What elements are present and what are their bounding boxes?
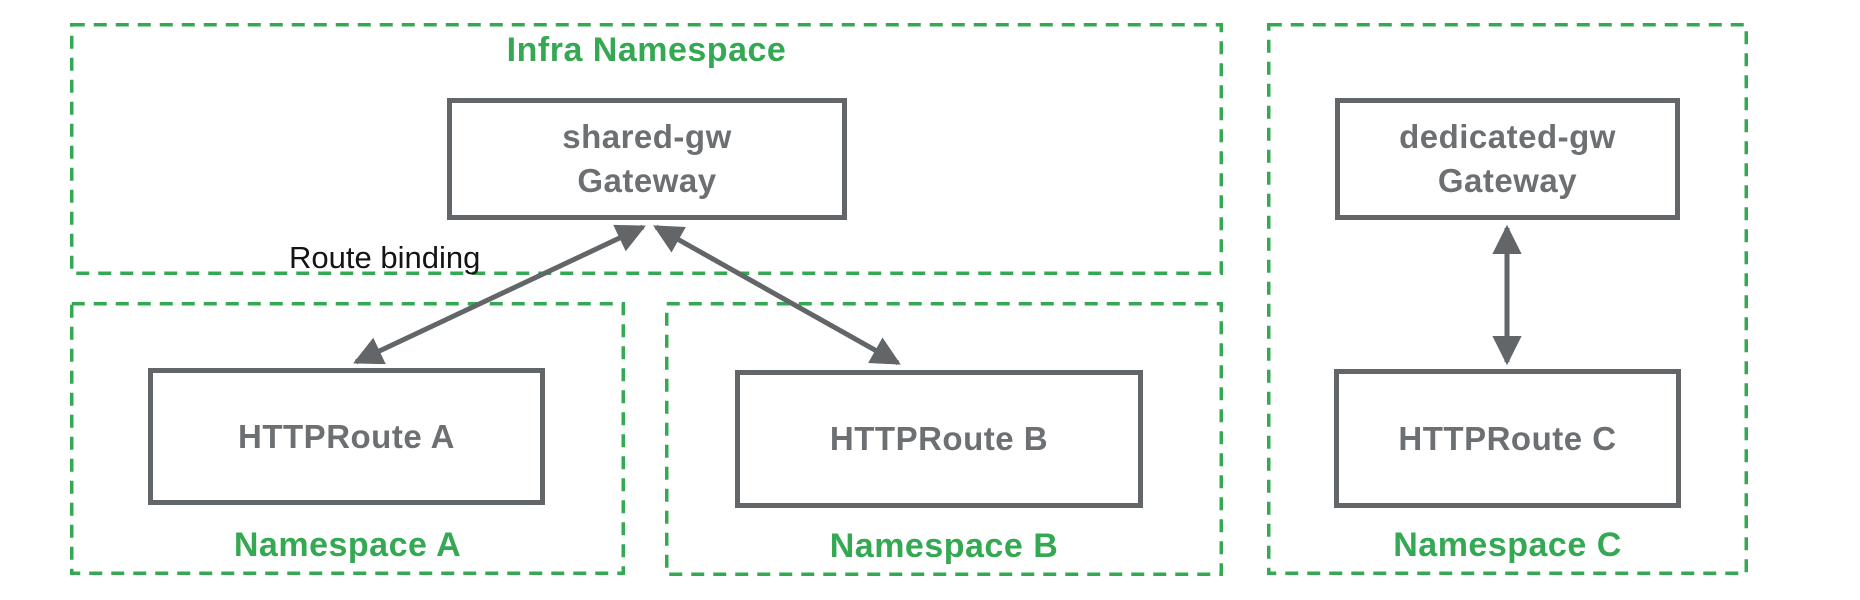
dedicated-gw-gateway-kind: Gateway (1437, 162, 1578, 199)
shared-gw-gateway-kind: Gateway (577, 162, 717, 199)
httproute-a-node: HTTPRoute A (148, 368, 545, 505)
shared-gw-gateway-name: shared-gw (562, 118, 732, 155)
namespace-b-dashed-border (665, 302, 1223, 576)
shared-gw-gateway-node: shared-gw Gateway (447, 98, 847, 220)
namespace-c-dashed-border (1267, 23, 1748, 575)
namespace-c-label: Namespace C (1393, 526, 1622, 564)
httproute-a-label: HTTPRoute A (238, 417, 455, 455)
namespace-c-container: Namespace C (1267, 23, 1748, 575)
httproute-c-label: HTTPRoute C (1398, 419, 1617, 457)
namespace-a-container: Namespace A (70, 302, 625, 575)
namespace-a-label: Namespace A (233, 526, 462, 564)
dedicated-gw-gateway-node: dedicated-gw Gateway (1335, 98, 1680, 220)
infra-namespace-label: Infra Namespace (506, 31, 787, 69)
namespace-b-container: Namespace B (665, 302, 1223, 576)
httproute-b-label: HTTPRoute B (829, 420, 1049, 457)
infra-namespace-dashed-border (70, 23, 1223, 275)
namespace-b-label: Namespace B (829, 527, 1059, 565)
namespace-a-dashed-border (70, 302, 625, 575)
route-binding-annotation: Route binding (289, 240, 481, 275)
dedicated-gw-gateway-name: dedicated-gw (1399, 118, 1616, 155)
infra-namespace-container: Infra Namespace (70, 23, 1223, 275)
httproute-b-node: HTTPRoute B (735, 370, 1143, 508)
httproute-c-node: HTTPRoute C (1334, 369, 1681, 508)
